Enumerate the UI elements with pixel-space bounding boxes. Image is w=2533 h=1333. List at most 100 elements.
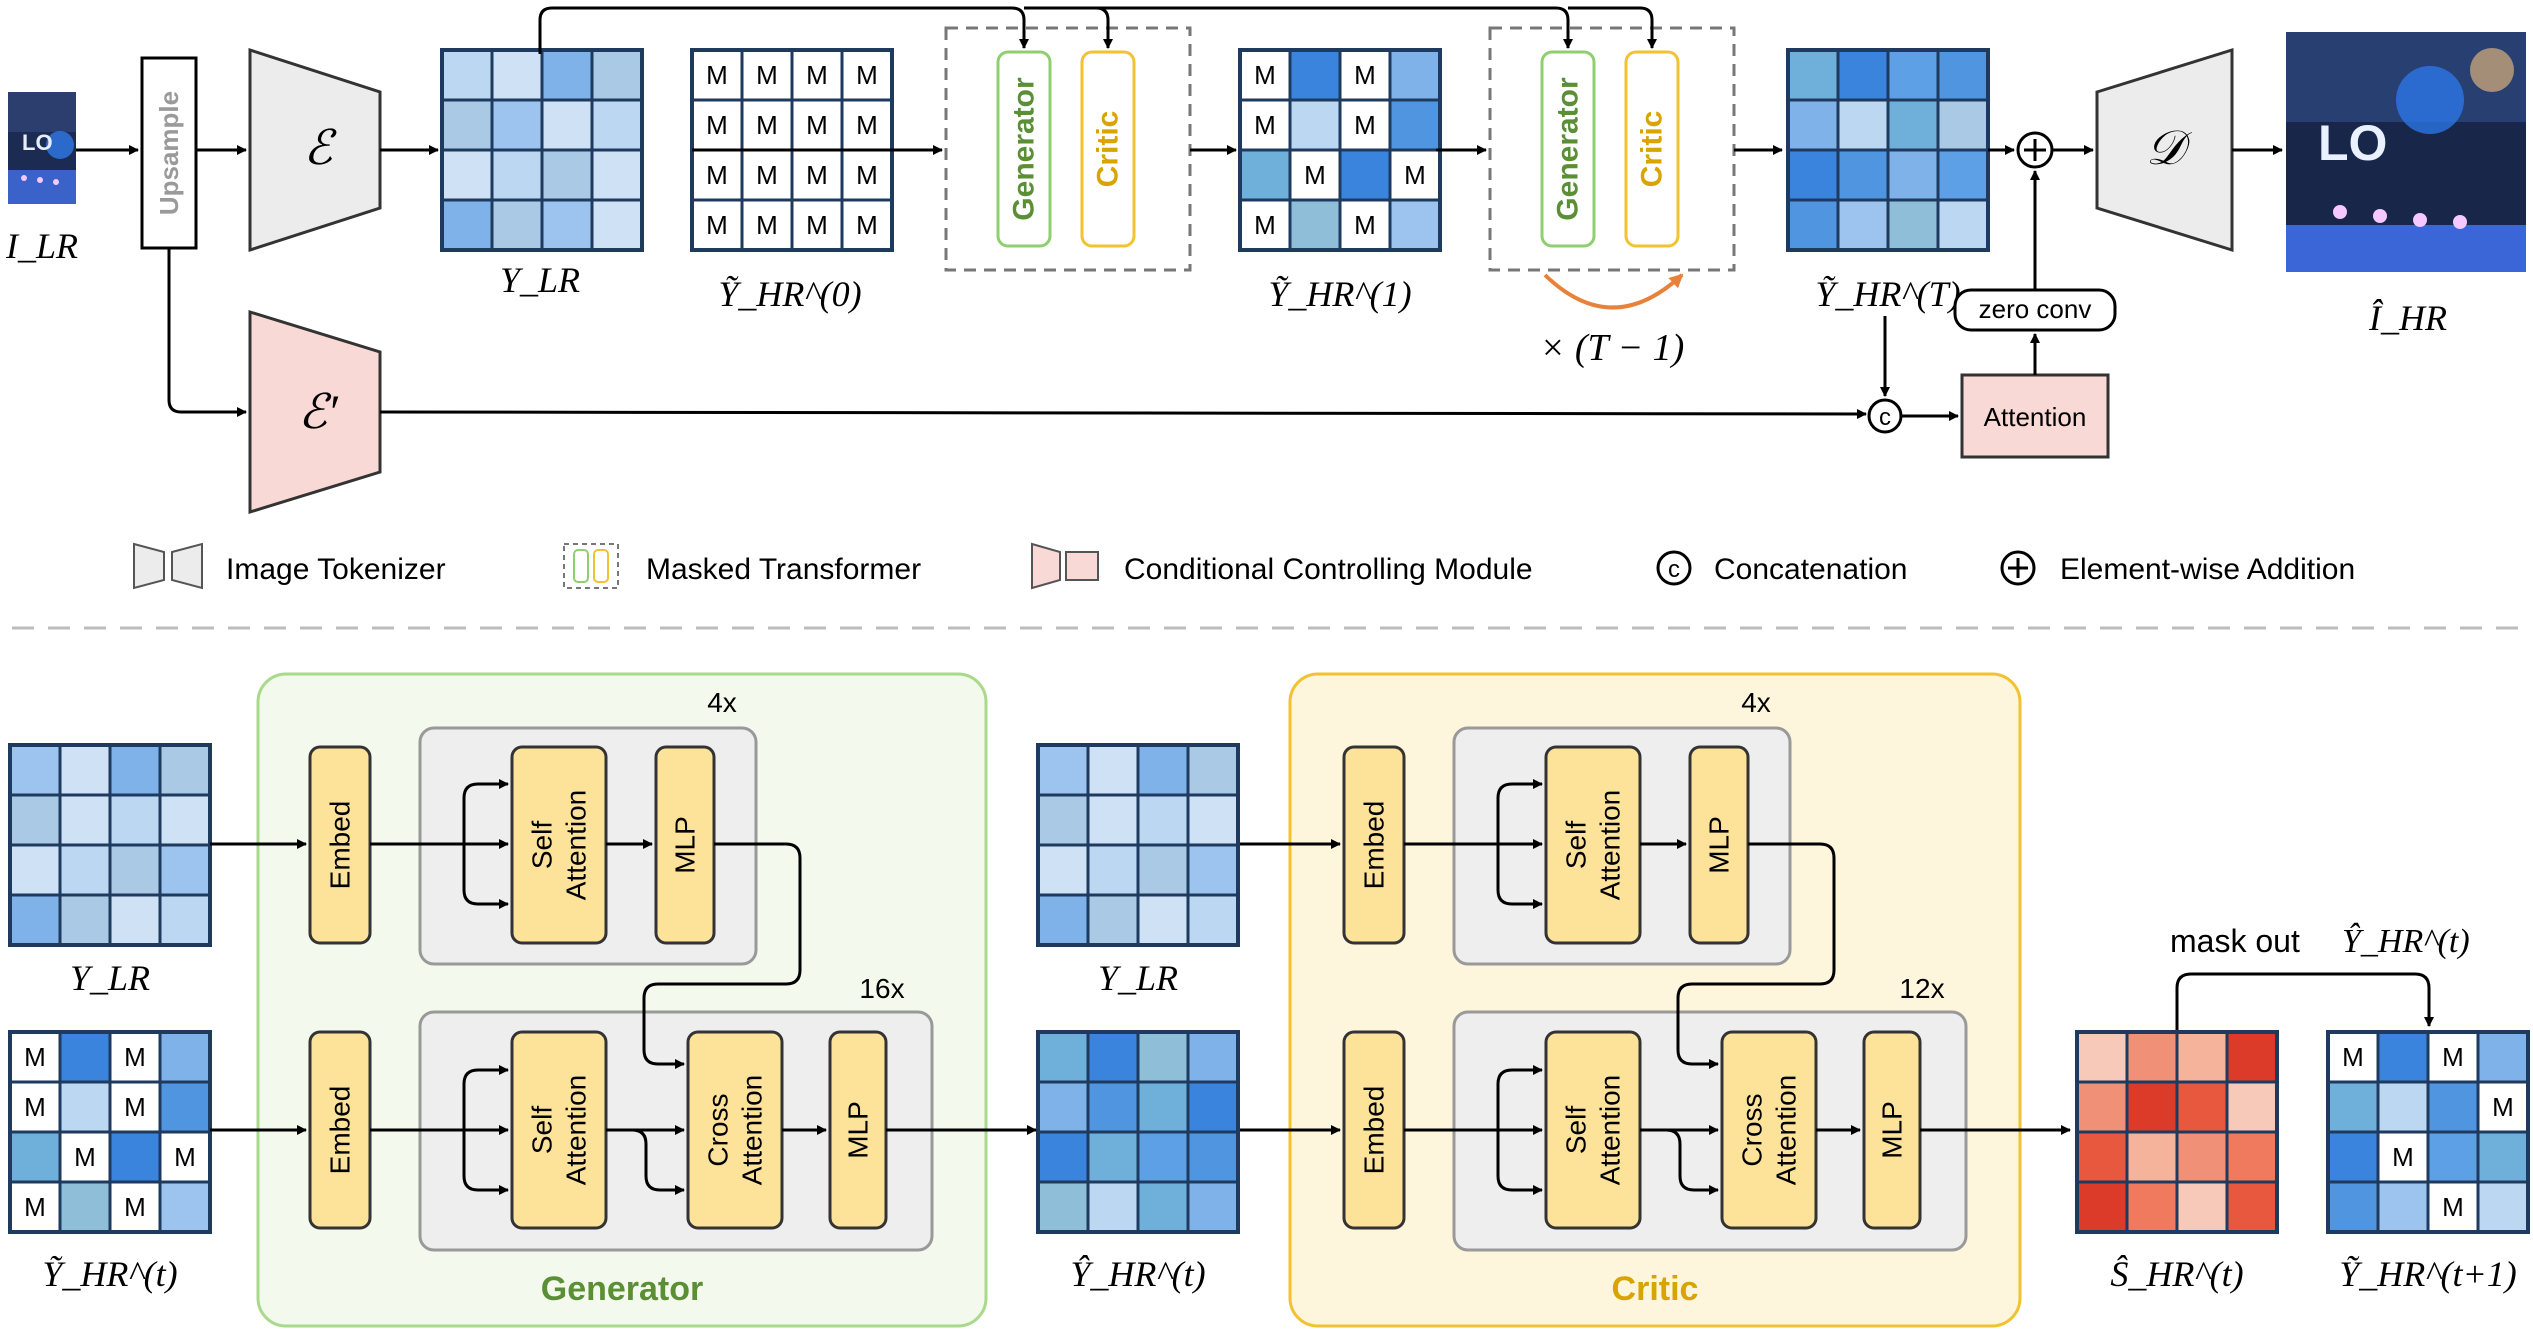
svg-text:LO: LO [22,130,53,155]
token-cell [2376,1030,2430,1084]
critic-bottom-self-attention-label: Attention [1595,1075,1626,1186]
mask-token-label: M [2442,1042,2464,1072]
token-cell [1036,743,1090,797]
mask-token-label: M [706,210,728,240]
token-cell [2175,1030,2229,1084]
generator-top-repeat: 4x [707,687,737,718]
token-cell [440,48,494,102]
token-cell [2376,1180,2430,1234]
mask-token [740,98,794,152]
token-cell [58,893,112,947]
legend: Image Tokenizer Masked Transformer Condi… [133,542,2355,590]
middle-y-hat-label: Ŷ_HR^(t) [1070,1254,1205,1294]
mask-token [8,1180,62,1234]
token-cell [1886,98,1940,152]
token-cell [8,793,62,847]
token-cell [2125,1030,2179,1084]
token-cell [1186,1130,1240,1184]
token-cell [1836,98,1890,152]
token-cell [590,48,644,102]
token-cell [158,1030,212,1084]
token-cell [8,743,62,797]
token-cell [1836,148,1890,202]
critic-top-self-attention-label: Self [1561,821,1592,869]
token-cell [1186,1080,1240,1134]
generator-bottom-self-attention-label: Self [527,1106,558,1154]
masked-transformer-2: Generator Critic [1488,26,1736,272]
grid-border [1036,743,1240,947]
upsample-block: Upsample [140,56,198,250]
token-cell [58,1080,112,1134]
critic-top-embed-label: Embed [1359,801,1390,890]
mask-token-label: M [124,1192,146,1222]
critic-bottom-embed-label: Embed [1359,1086,1390,1175]
token-cell [108,843,162,897]
grid-border [2075,1030,2279,1234]
token-cell [1136,1180,1190,1234]
generator-top-self-attention-label: Attention [561,790,592,901]
critic-cross-attention-label: Attention [1771,1075,1802,1186]
token-cell [1186,1030,1240,1084]
mask-token-label: M [74,1142,96,1172]
mask-token-label: M [2442,1192,2464,1222]
token-cell [2175,1080,2229,1134]
mask-token-label: M [756,160,778,190]
token-cell [1886,198,1940,252]
token-cell [158,793,212,847]
mask-token-label: M [24,1092,46,1122]
token-cell [2476,1180,2530,1234]
legend-add-icon [2000,550,2036,586]
mask-token-label: M [174,1142,196,1172]
critic-bottom-mlp-label: MLP [1877,1101,1908,1159]
token-cell [1936,48,1990,102]
token-cell [1186,743,1240,797]
token-cell [1186,1180,1240,1234]
grid-border [8,1030,212,1234]
token-cell [540,48,594,102]
mask-token-label: M [1254,210,1276,240]
token-cell [2175,1180,2229,1234]
token-cell [58,843,112,897]
token-cell [1936,98,1990,152]
token-cell [590,198,644,252]
output-label: Î_HR [2368,298,2447,338]
mask-token-label: M [2492,1092,2514,1122]
token-cell [1388,48,1442,102]
token-cell [8,1130,62,1184]
bottom-y-lr-label: Y_LR [70,958,150,998]
legend-conditional-module-icon [1031,542,1099,590]
token-cell [2225,1030,2279,1084]
y-hr-T-label: Ỹ_HR^(T) [1815,274,1960,314]
token-cell [1036,1030,1090,1084]
token-cell [440,98,494,152]
token-cell [540,98,594,152]
attention-block: Attention [1960,373,2110,459]
token-cell [1186,893,1240,947]
token-cell [1036,1130,1090,1184]
critic-bottom-repeat: 12x [1899,973,1944,1004]
token-cell [2326,1130,2380,1184]
token-cell [1936,148,1990,202]
mask-token-label: M [856,210,878,240]
token-cell [1136,893,1190,947]
token-cell [1886,148,1940,202]
grid-border [1036,1030,1240,1234]
token-cell [1136,793,1190,847]
token-cell [2476,1130,2530,1184]
token-cell [58,793,112,847]
mask-token-label: M [1354,60,1376,90]
y-lr-token-grid [440,48,644,252]
legend-label-0: Image Tokenizer [226,553,446,586]
token-cell [158,1080,212,1134]
token-cell [1186,793,1240,847]
mask-token-label: M [856,160,878,190]
token-cell [1136,1080,1190,1134]
mask-token-label: M [2342,1042,2364,1072]
next-y-hr-label: Ỹ_HR^(t+1) [2339,1254,2516,1294]
mask-token [1338,98,1392,152]
zero-conv-label: zero conv [1979,294,2092,324]
token-cell [1388,198,1442,252]
concatenation-node: c [1867,398,1903,434]
token-cell [540,148,594,202]
